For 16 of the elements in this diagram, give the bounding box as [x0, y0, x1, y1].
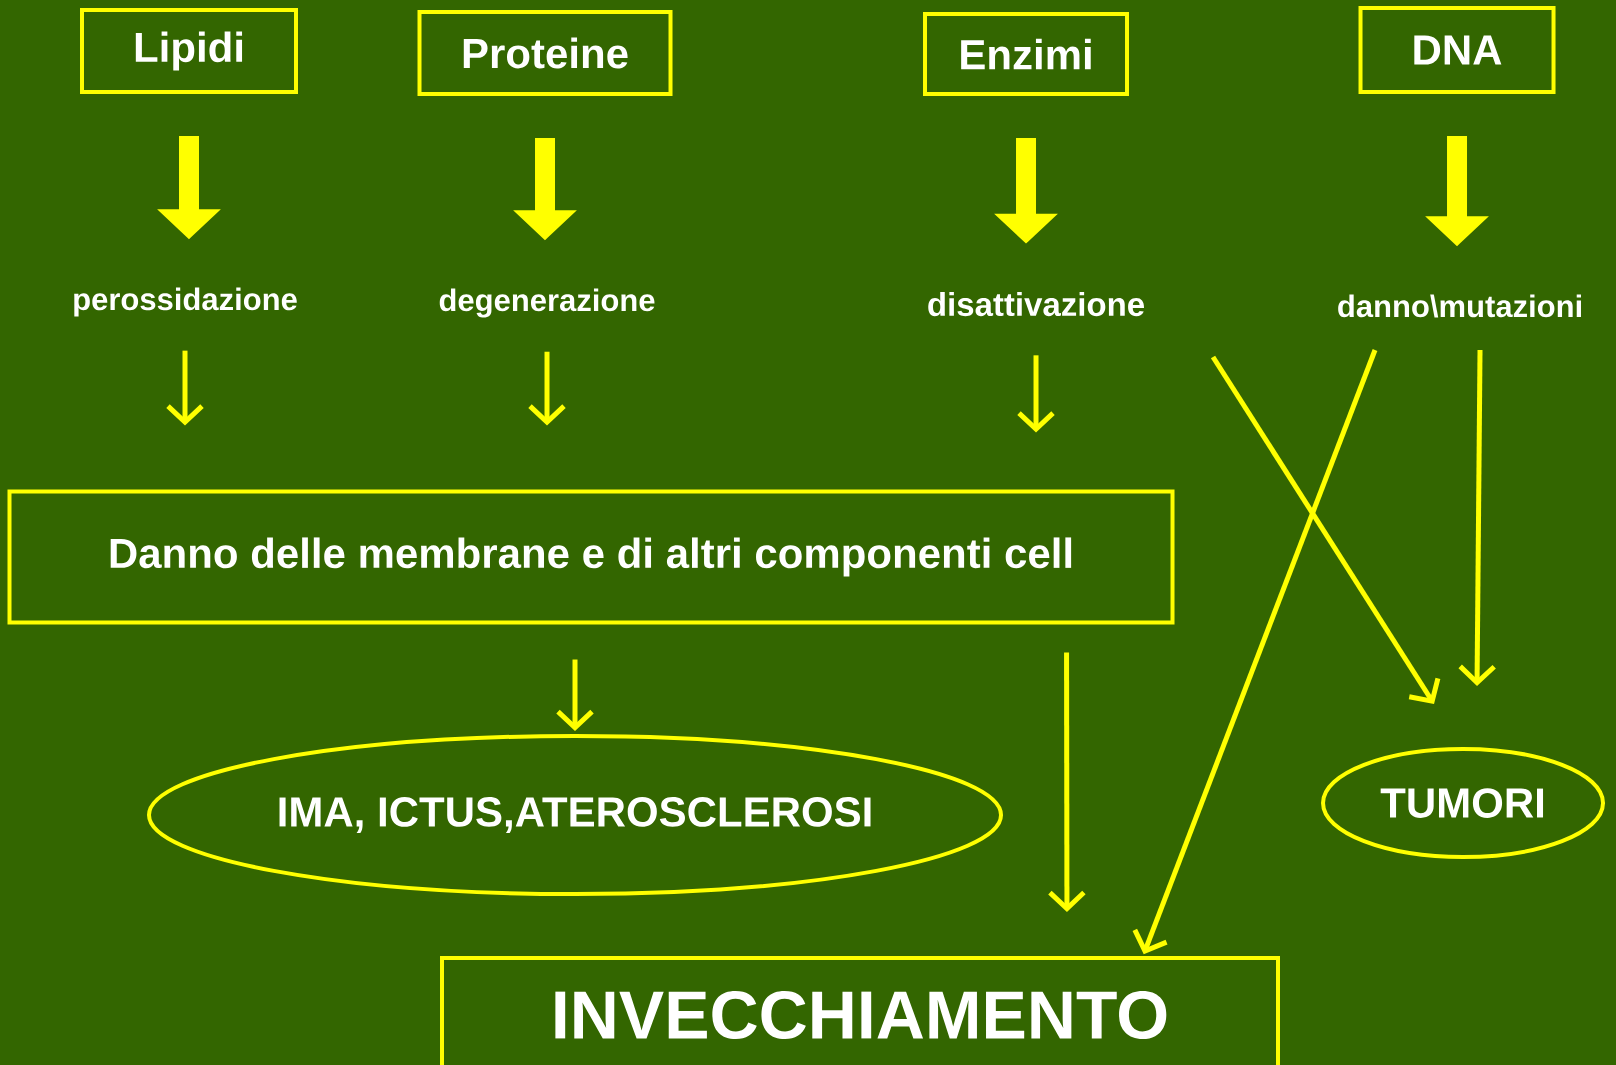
label-box: INVECCHIAMENTO	[440, 956, 1280, 1065]
arrow	[1048, 652, 1086, 912]
label-box: DNA	[1358, 6, 1556, 94]
arrow	[166, 350, 204, 426]
step-label: degenerazione	[439, 288, 655, 318]
arrow	[1017, 355, 1055, 433]
arrow	[1132, 349, 1378, 955]
label-box: Enzimi	[923, 12, 1129, 96]
step-label: danno\mutazioni	[1338, 294, 1581, 318]
step-label: disattivazione	[928, 291, 1144, 317]
arrow	[1210, 355, 1441, 704]
step-label: perossidazione	[74, 287, 297, 317]
arrow	[1458, 349, 1496, 686]
label-box: Danno delle membrane e di altri componenti cell	[7, 489, 1175, 625]
label-box: Proteine	[417, 10, 673, 96]
label-box: Lipidi	[80, 8, 298, 94]
